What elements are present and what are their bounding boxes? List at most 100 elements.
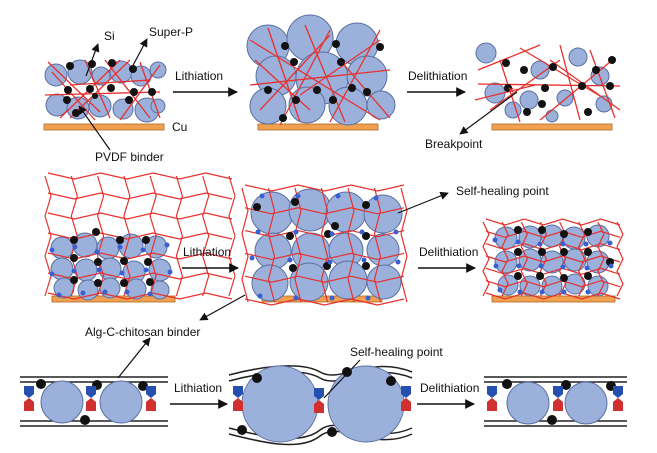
self-healing-node bbox=[493, 263, 499, 269]
self-healing-node bbox=[80, 290, 86, 296]
super-p-particle bbox=[286, 232, 294, 240]
super-p-particle bbox=[125, 96, 133, 104]
binder-strand bbox=[474, 84, 536, 101]
self-healing-node bbox=[517, 289, 523, 295]
delithiation-label-3: Delithiation bbox=[420, 381, 479, 395]
red-wedge bbox=[233, 398, 243, 411]
si-particle bbox=[250, 191, 294, 235]
self-healing-node bbox=[49, 271, 55, 277]
binder-strand bbox=[485, 230, 621, 238]
blue-wedge bbox=[24, 386, 34, 398]
binder-strand bbox=[485, 218, 621, 226]
binder-strand bbox=[485, 243, 621, 251]
super-p-carbon bbox=[502, 56, 616, 116]
self-healing-node bbox=[147, 291, 153, 297]
binder-strand bbox=[485, 280, 621, 288]
self-healing-node bbox=[255, 229, 261, 235]
binder-strand bbox=[519, 47, 601, 97]
binder-strand bbox=[597, 221, 605, 297]
binder-strand bbox=[267, 27, 301, 123]
super-p-particle bbox=[376, 43, 384, 51]
binder-strand bbox=[249, 69, 391, 86]
alg-lithiated-electrode bbox=[241, 184, 408, 306]
blue-wedge bbox=[146, 386, 156, 398]
binder-strand bbox=[616, 221, 624, 297]
binder-strand bbox=[228, 175, 236, 297]
super-p-particle bbox=[72, 109, 80, 117]
super-p-particle bbox=[337, 58, 345, 66]
si-particle bbox=[568, 47, 588, 67]
self-healing-node bbox=[119, 270, 125, 276]
super-p-particle bbox=[541, 84, 549, 92]
alg-binder-network bbox=[241, 184, 408, 306]
self-healing-node bbox=[365, 295, 371, 301]
super-p-particle bbox=[362, 232, 370, 240]
si-label: Si bbox=[104, 29, 115, 43]
breakpoint-mark bbox=[508, 87, 514, 93]
self-healing-node bbox=[516, 263, 522, 269]
alg-binder-pointer-up bbox=[117, 337, 151, 379]
binder-strand bbox=[70, 175, 78, 297]
super-p-particle bbox=[547, 415, 557, 425]
super-p-particle bbox=[66, 62, 74, 70]
binder-envelope bbox=[228, 365, 413, 376]
binder-strand bbox=[244, 298, 405, 306]
si-particle bbox=[44, 63, 68, 87]
schematic-initial bbox=[20, 376, 168, 427]
super-p-particle bbox=[281, 42, 289, 50]
si-particle bbox=[366, 90, 396, 120]
super-p-particle bbox=[36, 379, 46, 389]
self-healing-node bbox=[49, 247, 55, 253]
self-healing-node bbox=[140, 247, 146, 253]
super-p-particle bbox=[146, 278, 154, 286]
si-particle bbox=[506, 381, 550, 425]
super-p-particle bbox=[130, 88, 138, 96]
super-p-particle bbox=[252, 373, 262, 383]
binder-strand bbox=[175, 175, 184, 297]
super-p-label: Super-P bbox=[149, 25, 193, 39]
super-p-particle bbox=[362, 201, 370, 209]
super-p-particle bbox=[120, 279, 128, 287]
pvdf-delithiated-electrode bbox=[474, 42, 621, 131]
row-self-healing-schematic: Self-healing point Lithiation Delithiati… bbox=[20, 337, 627, 446]
binder-strand bbox=[244, 207, 405, 215]
cu-current-collector bbox=[491, 123, 613, 131]
blue-wedge bbox=[86, 386, 96, 398]
red-wedge bbox=[487, 398, 497, 411]
self-healing-node bbox=[538, 263, 544, 269]
super-p-carbon bbox=[70, 228, 154, 287]
lithiation-label-1: Lithiation bbox=[175, 69, 223, 83]
red-wedge bbox=[146, 398, 156, 411]
super-p-particle bbox=[514, 248, 522, 256]
binder-strand bbox=[123, 175, 131, 297]
super-p-particle bbox=[584, 228, 592, 236]
si-particle bbox=[540, 250, 564, 274]
self-healing-node bbox=[497, 287, 503, 293]
super-p-particle bbox=[291, 198, 299, 206]
binder-strand bbox=[477, 83, 621, 87]
binder-strand bbox=[47, 252, 233, 260]
super-p-particle bbox=[538, 100, 546, 108]
binder-strand bbox=[149, 175, 157, 297]
si-particle bbox=[125, 278, 147, 300]
self-healing-node bbox=[327, 259, 333, 265]
cu-label: Cu bbox=[172, 120, 187, 134]
binder-strand bbox=[485, 255, 621, 263]
super-p-particle bbox=[560, 274, 568, 282]
self-healing-label-3: Self-healing point bbox=[350, 345, 443, 359]
super-p-particle bbox=[70, 276, 78, 284]
super-p-particle bbox=[514, 226, 522, 234]
binder-strand bbox=[244, 275, 405, 283]
binder-strand bbox=[241, 187, 249, 303]
schematic-delithiated bbox=[484, 376, 627, 427]
super-p-particle bbox=[331, 222, 339, 230]
super-p-particle bbox=[107, 84, 115, 92]
binder-strand bbox=[578, 221, 586, 297]
super-p-particle bbox=[514, 272, 522, 280]
super-p-particle bbox=[520, 66, 528, 74]
binder-strand bbox=[69, 79, 151, 86]
super-p-particle bbox=[120, 257, 128, 265]
alg-binder-pointer bbox=[199, 294, 246, 321]
binder-strand bbox=[202, 175, 210, 297]
binder-strand bbox=[347, 187, 355, 303]
